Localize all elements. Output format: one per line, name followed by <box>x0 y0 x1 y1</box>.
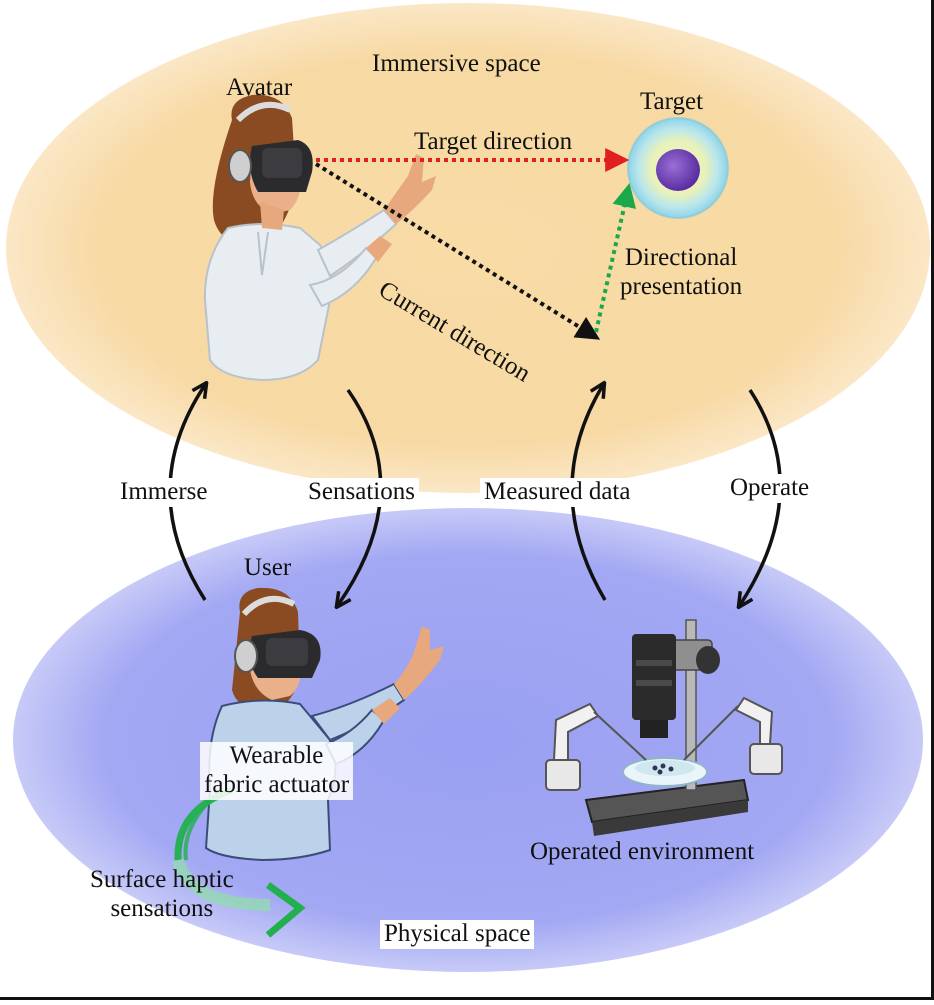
operate-label: Operate <box>726 474 814 503</box>
immerse-label: Immerse <box>116 478 212 507</box>
avatar-label: Avatar <box>226 74 293 101</box>
operated-environment-label: Operated environment <box>530 838 755 865</box>
operated-environment-figure <box>545 619 783 836</box>
frame-right-border <box>931 0 934 1000</box>
haptic-line1: Surface haptic <box>90 866 234 893</box>
target-direction-label: Target direction <box>414 128 573 155</box>
avatar-figure <box>203 94 436 382</box>
target-label: Target <box>640 88 704 115</box>
directional-line1: Directional <box>624 244 738 271</box>
directional-presentation-arrow <box>594 182 637 333</box>
frame-bottom-border <box>0 997 934 1000</box>
directional-presentation-label: Directional presentation <box>620 244 742 302</box>
immersive-space-label: Immersive space <box>372 50 541 77</box>
target-cell <box>627 117 729 219</box>
haptic-line2: sensations <box>110 894 214 922</box>
haptic-sensations-label: Surface haptic sensations <box>90 866 234 924</box>
measured-data-label: Measured data <box>480 478 635 507</box>
wearable-actuator-label: Wearable fabric actuator <box>200 742 354 800</box>
sensations-label: Sensations <box>304 478 419 507</box>
physical-space-label: Physical space <box>380 920 535 949</box>
wearable-line1: Wearable <box>229 742 324 769</box>
directional-line2: presentation <box>620 272 743 300</box>
user-label: User <box>244 554 292 581</box>
wearable-line2: fabric actuator <box>204 770 350 798</box>
current-direction-arrow <box>314 162 601 340</box>
